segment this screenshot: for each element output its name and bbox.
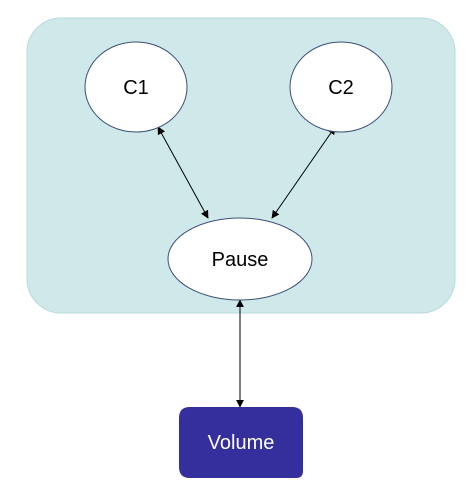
node-volume-label: Volume [208,432,275,454]
edge-c1-pause [157,126,209,219]
edge-c2-pause [271,126,336,219]
node-c1-shape [84,41,188,133]
node-volume-shape [179,407,303,478]
node-c2-label: C2 [328,77,354,99]
node-c2-shape [289,41,393,133]
node-pause: Pause [167,217,313,301]
node-volume: Volume [179,407,303,478]
node-c2: C2 [289,41,393,133]
node-pause-shape [167,217,313,301]
node-c1: C1 [84,41,188,133]
node-c1-label: C1 [123,77,149,99]
node-pause-label: Pause [212,249,269,271]
